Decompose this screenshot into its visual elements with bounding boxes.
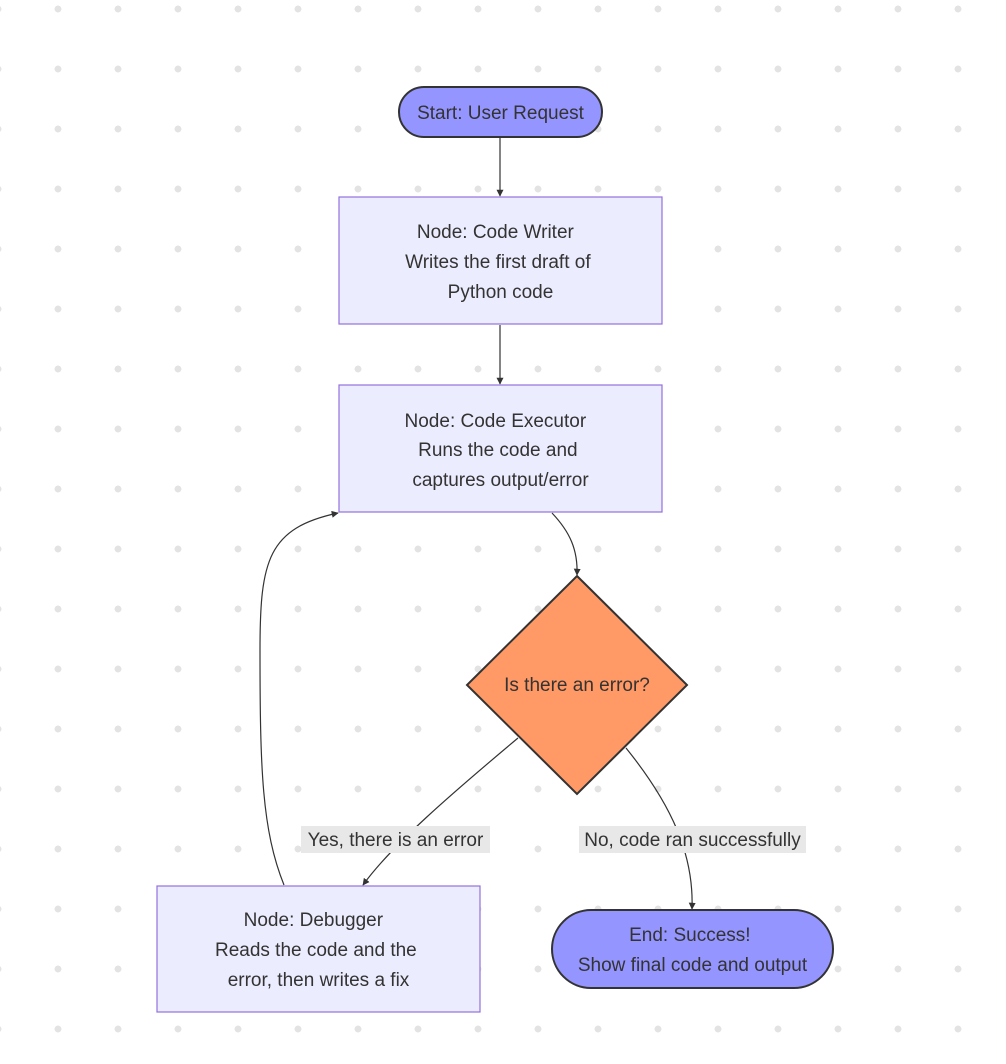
edge-code-executor-to-decision — [551, 512, 581, 576]
node-debugger-line-1: Node: Debugger — [244, 910, 384, 931]
node-code-writer-line-3: Python code — [448, 282, 554, 303]
edge-decision-to-debugger — [362, 737, 519, 886]
node-decision-label: Is there an error? — [504, 675, 650, 696]
node-start-label: Start: User Request — [417, 103, 585, 124]
node-end-label: End: Success! Show final code and output — [578, 925, 808, 976]
node-debugger-line-2: Reads the code and the — [215, 940, 417, 961]
node-code-executor-shape — [338, 384, 663, 513]
node-code-executor-label: Node: Code Executor Runs the code and ca… — [405, 411, 592, 491]
node-start-line-1: Start: User Request — [417, 103, 585, 124]
node-code-writer-line-2: Writes the first draft of — [405, 252, 591, 273]
node-start: Start: User Request — [398, 86, 603, 138]
edge-label-no-text: No, code ran successfully — [584, 830, 801, 851]
node-end-line-1: End: Success! — [629, 925, 750, 946]
edge-label-yes-bg — [301, 826, 490, 853]
node-code-executor: Node: Code Executor Runs the code and ca… — [338, 384, 663, 513]
node-start-shape — [398, 86, 603, 138]
node-end: End: Success! Show final code and output — [551, 909, 834, 989]
node-code-executor-line-3: captures output/error — [412, 470, 589, 491]
node-code-writer: Node: Code Writer Writes the first draft… — [338, 196, 663, 325]
node-code-executor-line-1: Node: Code Executor — [405, 411, 587, 432]
node-code-writer-shape — [338, 196, 663, 325]
node-end-shape — [551, 909, 834, 989]
edge-label-yes: Yes, there is an error — [301, 826, 490, 853]
node-debugger: Node: Debugger Reads the code and the er… — [156, 885, 481, 1013]
node-debugger-shape — [156, 885, 481, 1013]
edge-debugger-to-code-executor — [259, 510, 339, 886]
node-debugger-label: Node: Debugger Reads the code and the er… — [215, 910, 422, 991]
node-code-writer-line-1: Node: Code Writer — [417, 222, 575, 243]
edge-label-no-bg — [579, 826, 806, 853]
node-decision-line-1: Is there an error? — [504, 675, 650, 696]
node-decision-shape — [465, 574, 689, 796]
node-debugger-line-3: error, then writes a fix — [228, 970, 410, 991]
node-end-line-2: Show final code and output — [578, 955, 808, 976]
node-code-executor-line-2: Runs the code and — [418, 440, 578, 461]
edge-label-yes-text: Yes, there is an error — [308, 830, 484, 851]
edge-label-no: No, code ran successfully — [579, 826, 806, 853]
node-code-writer-label: Node: Code Writer Writes the first draft… — [405, 222, 596, 303]
node-decision: Is there an error? — [465, 574, 689, 796]
